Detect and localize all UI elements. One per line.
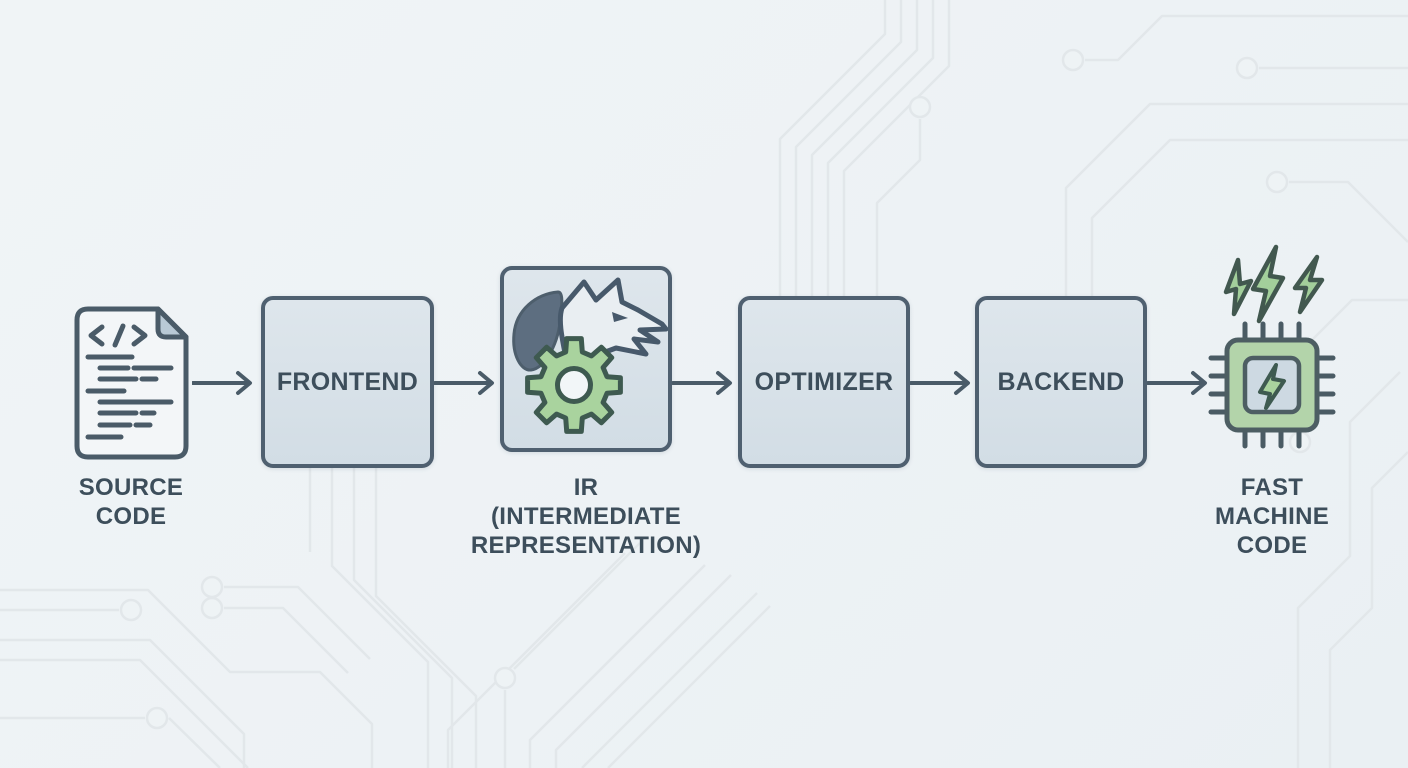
chip-bolt — [1258, 363, 1286, 410]
node-backend: BACKEND — [975, 296, 1147, 468]
source-code-label: SOURCE CODE — [41, 473, 221, 531]
dragon-eye — [612, 312, 628, 322]
caption-line: CODE — [1236, 532, 1308, 559]
caption-line: IR — [573, 474, 599, 501]
node-label: FRONTEND — [276, 367, 419, 396]
arrow-right-icon — [910, 371, 970, 395]
caption-line: SOURCE — [78, 474, 184, 501]
bolt-right — [1292, 254, 1325, 315]
fast-machine-code-label: FAST MACHINE CODE — [1172, 473, 1372, 560]
node-optimizer: OPTIMIZER — [738, 296, 910, 468]
arrow-right-icon — [1147, 371, 1207, 395]
arrow-right-icon — [434, 371, 494, 395]
cpu-lightning-icon — [1208, 321, 1336, 449]
ir-label: IR (INTERMEDIATE REPRESENTATION) — [436, 473, 736, 560]
caption-line: MACHINE — [1214, 503, 1330, 530]
source-code-document-icon — [74, 306, 189, 460]
bolt-left — [1223, 257, 1254, 317]
caption-line: FAST — [1240, 474, 1304, 501]
code-glyph — [88, 323, 148, 348]
folded-corner — [155, 306, 189, 340]
node-label: BACKEND — [997, 367, 1125, 396]
chip-pins — [1208, 321, 1336, 449]
dragon-gear-icon — [512, 277, 668, 434]
caption-line: CODE — [95, 503, 167, 530]
code-lines — [85, 354, 174, 440]
node-label: OPTIMIZER — [754, 367, 894, 396]
gear-hole — [555, 366, 593, 404]
lightning-bolts-icon — [1223, 244, 1325, 324]
arrow-right-icon — [192, 371, 252, 395]
bolt-center — [1250, 244, 1286, 324]
arrow-right-icon — [672, 371, 732, 395]
node-frontend: FRONTEND — [261, 296, 434, 468]
node-ir — [500, 266, 672, 452]
caption-line: (INTERMEDIATE — [490, 503, 682, 530]
caption-line: REPRESENTATION) — [470, 532, 702, 559]
